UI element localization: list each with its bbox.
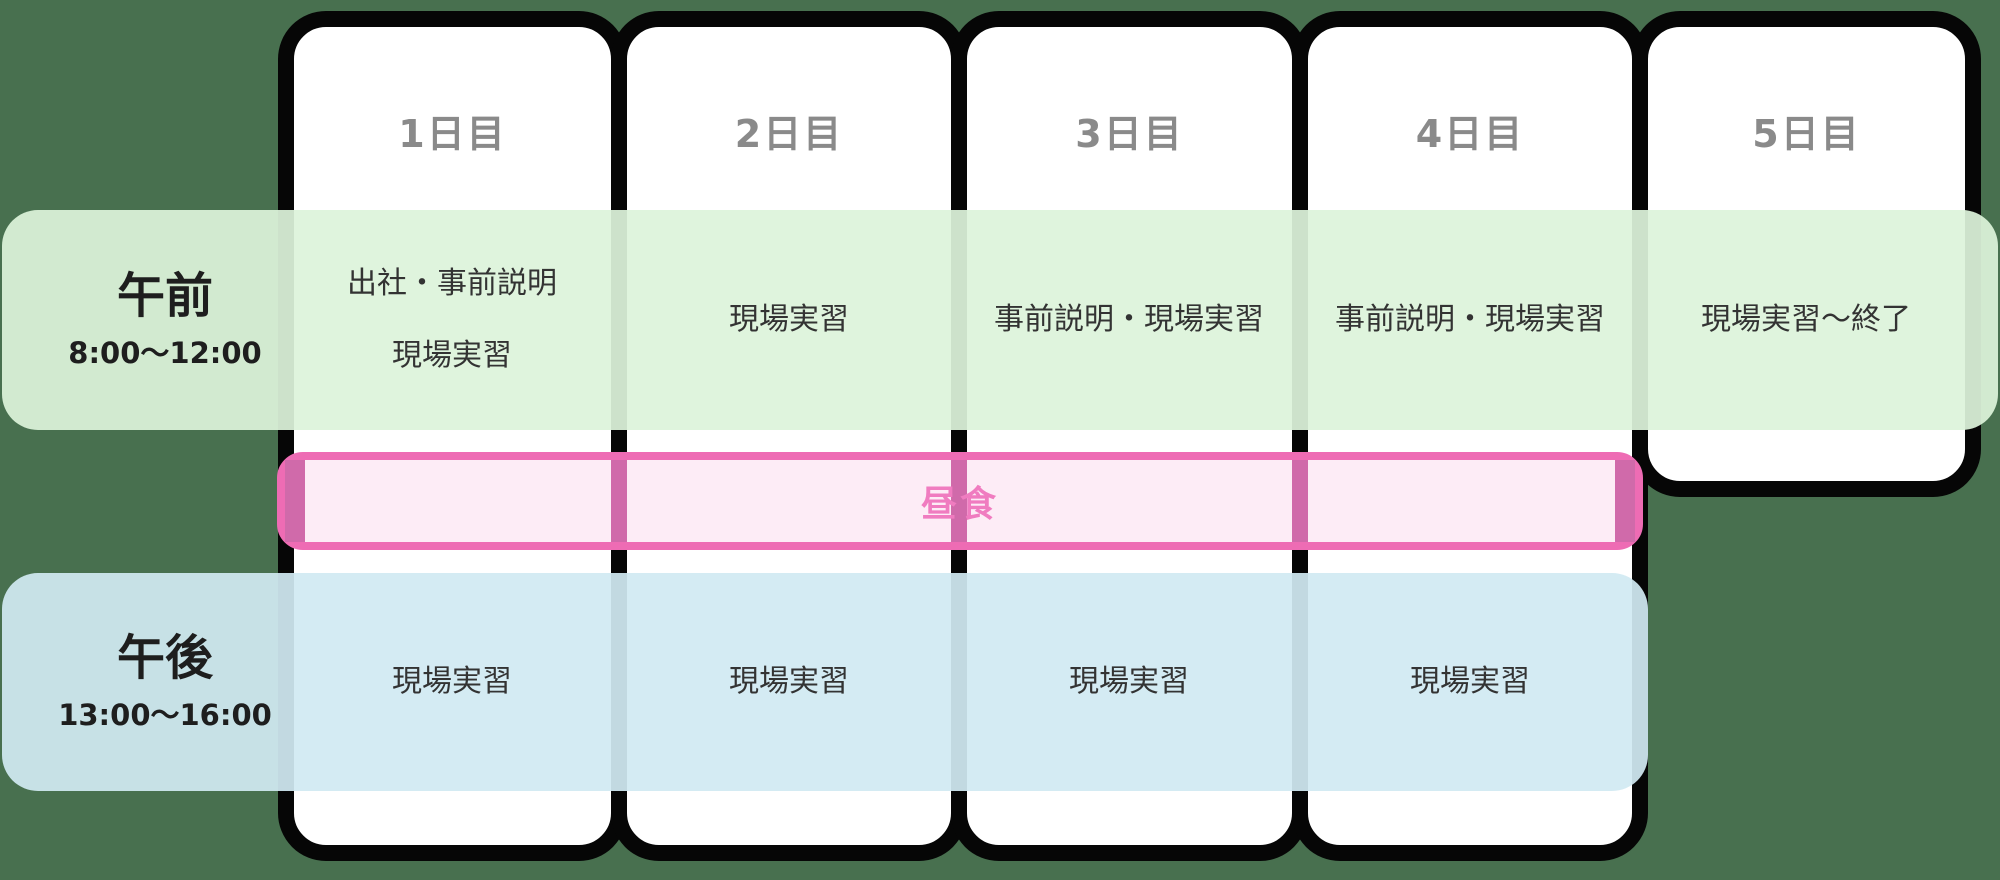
afternoon-row-header: 午後 13:00〜16:00 xyxy=(0,573,330,791)
cell-line: 現場実習〜終了 xyxy=(1701,302,1911,337)
afternoon-band xyxy=(2,573,1648,791)
morning-row-title: 午前 xyxy=(116,267,213,324)
cell-line: 現場実習 xyxy=(392,338,512,373)
afternoon-row-title: 午後 xyxy=(116,629,213,686)
cell-line: 現場実習 xyxy=(1410,664,1530,699)
lunch-label: 昼食 xyxy=(920,484,999,525)
cell-line: 事前説明・現場実習 xyxy=(994,302,1264,337)
day-header-3: 3日目 xyxy=(1075,112,1184,156)
lunch-divider xyxy=(1292,460,1308,542)
lunch-band: 昼食 xyxy=(277,452,1643,550)
day-header-1: 1日目 xyxy=(398,112,507,156)
lunch-divider xyxy=(951,460,967,542)
cell-afternoon-day4: 現場実習 xyxy=(1310,573,1630,791)
cell-line: 現場実習 xyxy=(1069,664,1189,699)
cell-morning-day1: 出社・事前説明 現場実習 xyxy=(292,210,612,430)
lunch-label-wrap: 昼食 xyxy=(285,460,1635,542)
cell-afternoon-day2: 現場実習 xyxy=(629,573,949,791)
cell-line: 出社・事前説明 xyxy=(347,266,557,301)
cell-morning-day3: 事前説明・現場実習 xyxy=(969,210,1289,430)
morning-row-time: 8:00〜12:00 xyxy=(68,336,262,371)
morning-row-header: 午前 8:00〜12:00 xyxy=(0,210,330,430)
cell-line: 事前説明・現場実習 xyxy=(1335,302,1605,337)
lunch-divider xyxy=(611,460,627,542)
cell-morning-day4: 事前説明・現場実習 xyxy=(1310,210,1630,430)
day-header-2: 2日目 xyxy=(734,112,844,156)
cell-line: 現場実習 xyxy=(392,664,512,699)
afternoon-row-time: 13:00〜16:00 xyxy=(58,698,272,733)
cell-morning-day2: 現場実習 xyxy=(629,210,949,430)
cell-line: 現場実習 xyxy=(729,664,849,699)
day-header-4: 4日目 xyxy=(1415,112,1525,156)
lunch-divider xyxy=(1615,460,1635,542)
day-header-5: 5日目 xyxy=(1752,112,1861,156)
morning-band xyxy=(2,210,1998,430)
cell-line: 現場実習 xyxy=(729,302,849,337)
cell-afternoon-day3: 現場実習 xyxy=(969,573,1289,791)
lunch-divider xyxy=(285,460,305,542)
cell-afternoon-day1: 現場実習 xyxy=(292,573,612,791)
cell-morning-day5: 現場実習〜終了 xyxy=(1646,210,1966,430)
